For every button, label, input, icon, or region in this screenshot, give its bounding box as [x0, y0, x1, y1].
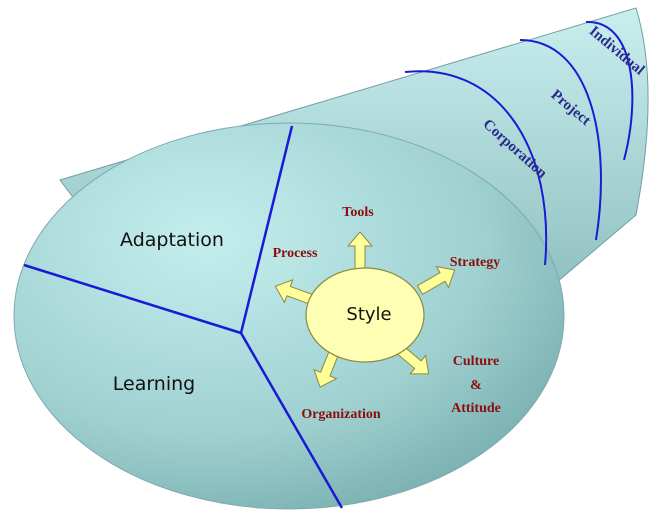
level-ring-individual — [585, 20, 634, 161]
sector-label-learning: Learning — [113, 373, 196, 395]
facet-label-tools: Tools — [342, 205, 374, 220]
facet-label-culture-line3: Attitude — [451, 401, 501, 416]
core-label: Style — [346, 304, 391, 325]
divider-top — [239, 125, 294, 334]
level-ring-corporation — [404, 70, 548, 266]
facet-label-process: Process — [273, 246, 318, 261]
facet-label-organization: Organization — [301, 407, 381, 422]
facet-label-strategy: Strategy — [450, 255, 501, 270]
arrow-strategy — [416, 265, 456, 296]
arrow-process — [274, 278, 316, 306]
level-ring-project — [519, 39, 602, 241]
facet-label-culture-line2: & — [470, 378, 482, 393]
divider-left — [23, 263, 242, 335]
sector-label-adaptation: Adaptation — [120, 229, 224, 251]
cone-mouth — [13, 122, 565, 510]
divider-bottom — [239, 332, 344, 509]
facet-label-culture-line1: Culture — [453, 354, 499, 369]
core-ellipse — [305, 267, 425, 363]
